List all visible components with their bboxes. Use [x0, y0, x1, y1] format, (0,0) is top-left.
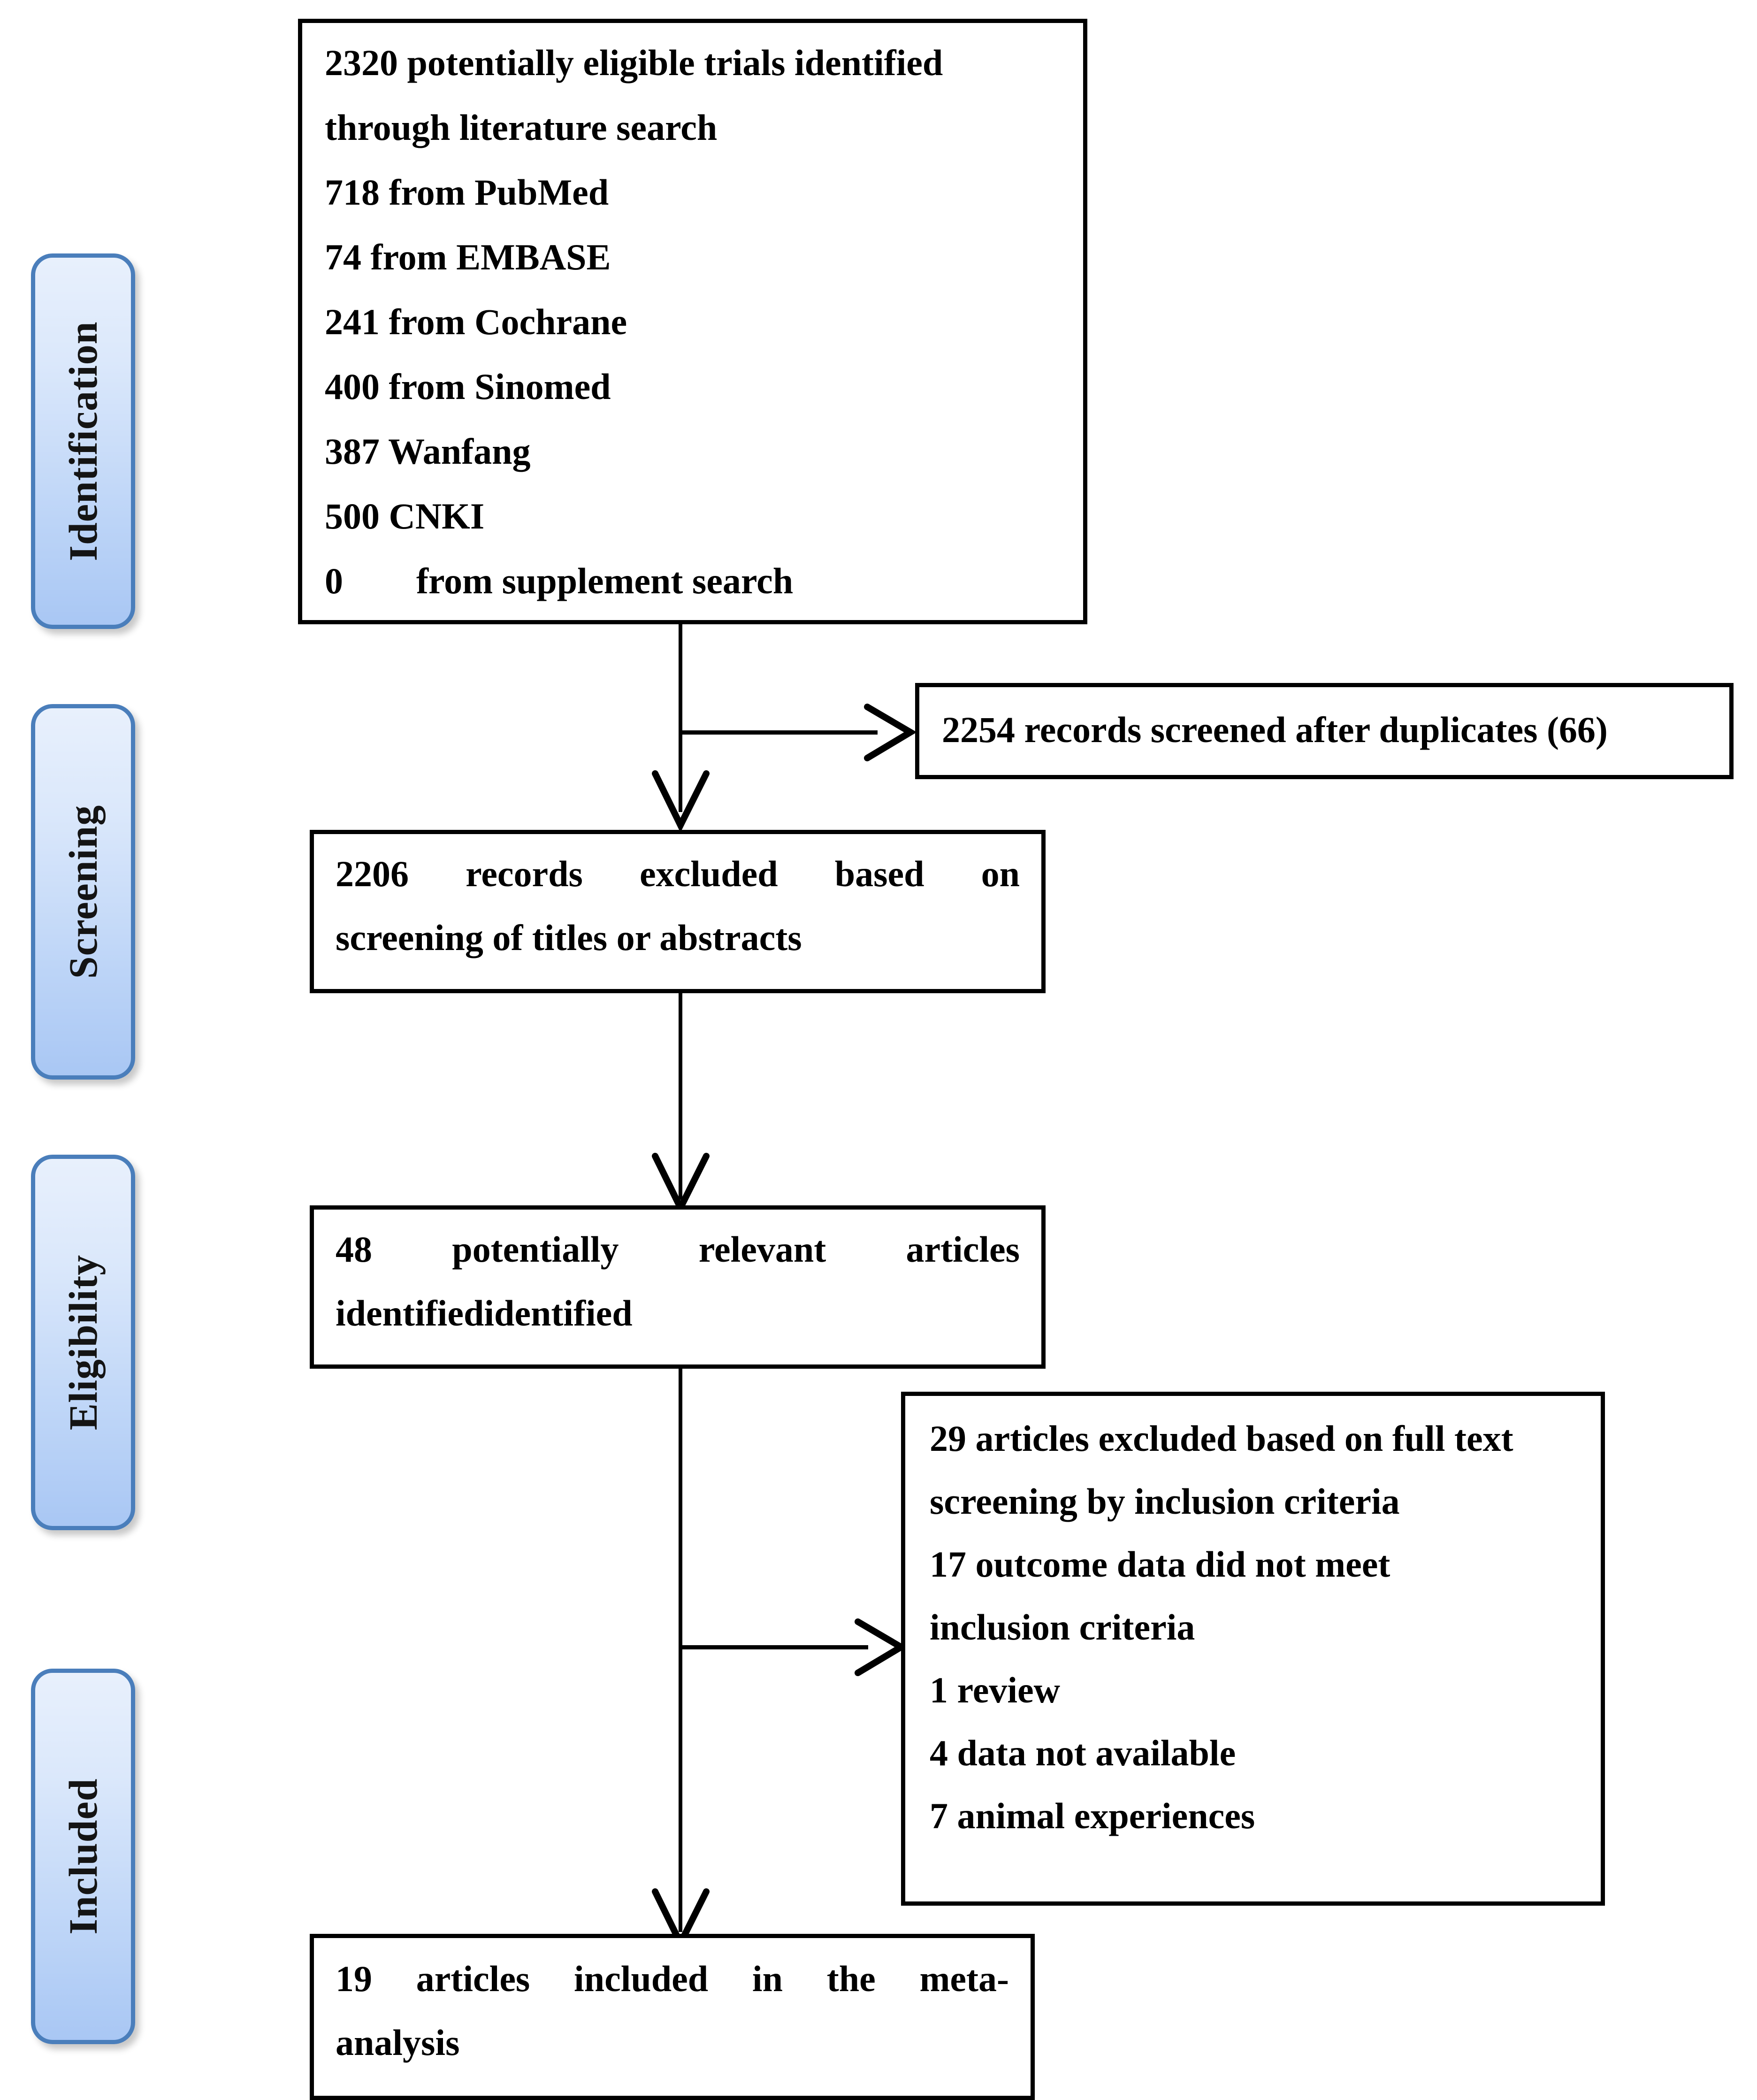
phase-pill-eligibility: Eligibility: [31, 1155, 135, 1530]
excluded-fulltext-line-7: 7 animal experiences: [930, 1795, 1255, 1836]
phase-pill-identification: Identification: [31, 253, 135, 629]
phase-pill-screening: Screening: [31, 704, 135, 1080]
arrowhead-to-relevant: [651, 1152, 710, 1212]
excluded-fulltext-line-2: screening by inclusion criteria: [930, 1481, 1400, 1522]
phase-label-included: Included: [61, 1778, 106, 1935]
identified-line-7: 387 Wanfang: [325, 431, 531, 472]
relevant-line-2: identifiedidentified: [336, 1293, 633, 1334]
identified-line-2: through literature search: [325, 107, 718, 148]
excluded-fulltext-line-1: 29 articles excluded based on full text: [930, 1418, 1513, 1459]
identified-line-8: 500 CNKI: [325, 496, 485, 536]
excluded-screening-line-1: 2206 records excluded based on: [336, 853, 1020, 894]
included-line-2: analysis: [336, 2022, 460, 2063]
arrowhead-to-screened: [863, 703, 915, 762]
connector-identified-to-excluded: [679, 624, 682, 812]
box-records-identified: 2320 potentially eligible trials identif…: [298, 19, 1087, 624]
excluded-fulltext-line-4: inclusion criteria: [930, 1607, 1195, 1648]
phase-label-identification: Identification: [61, 321, 106, 561]
box-potentially-relevant-articles: 48 potentially relevant articles identif…: [310, 1205, 1046, 1369]
phase-pill-included: Included: [31, 1669, 135, 2044]
excluded-fulltext-line-6: 4 data not available: [930, 1732, 1236, 1773]
phase-label-eligibility: Eligibility: [61, 1254, 106, 1431]
included-line-1: 19 articles included in the meta-: [336, 1958, 1009, 1999]
connector-branch-to-excluded-fulltext: [680, 1645, 868, 1649]
phase-label-screening: Screening: [61, 805, 106, 979]
box-records-excluded-screening: 2206 records excluded based on screening…: [310, 830, 1046, 993]
connector-branch-to-screened: [680, 730, 878, 735]
excluded-fulltext-line-5: 1 review: [930, 1670, 1060, 1710]
excluded-screening-line-2: screening of titles or abstracts: [336, 917, 802, 958]
box-articles-included: 19 articles included in the meta- analys…: [310, 1934, 1035, 2100]
excluded-fulltext-line-3: 17 outcome data did not meet: [930, 1544, 1390, 1585]
connector-relevant-to-included: [679, 1369, 682, 1932]
relevant-line-1: 48 potentially relevant articles: [336, 1229, 1020, 1270]
arrowhead-to-excluded-fulltext: [854, 1618, 906, 1677]
screened-line-1: 2254 records screened after duplicates (…: [942, 709, 1608, 750]
box-records-screened: 2254 records screened after duplicates (…: [915, 683, 1734, 779]
box-articles-excluded-fulltext: 29 articles excluded based on full text …: [901, 1392, 1605, 1906]
identified-line-1: 2320 potentially eligible trials identif…: [325, 42, 943, 83]
identified-line-6: 400 from Sinomed: [325, 366, 611, 407]
identified-line-5: 241 from Cochrane: [325, 301, 627, 342]
arrowhead-to-excluded-screening: [651, 770, 710, 830]
identified-line-4: 74 from EMBASE: [325, 237, 611, 277]
identified-line-9: 0 from supplement search: [325, 560, 794, 601]
identified-line-3: 718 from PubMed: [325, 172, 609, 213]
connector-excluded-to-relevant: [679, 993, 682, 1200]
